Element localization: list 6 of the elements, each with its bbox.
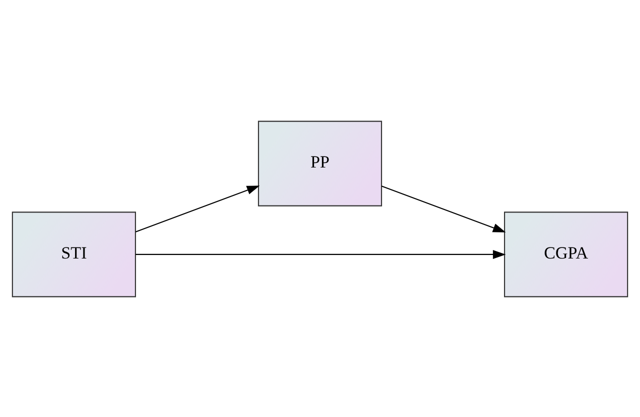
arrow xyxy=(135,185,260,232)
node-box: STI xyxy=(12,211,136,297)
arrow xyxy=(381,185,506,232)
arrow xyxy=(136,249,506,258)
node-box: CGPA xyxy=(504,211,628,297)
node-box: PP xyxy=(258,120,382,206)
